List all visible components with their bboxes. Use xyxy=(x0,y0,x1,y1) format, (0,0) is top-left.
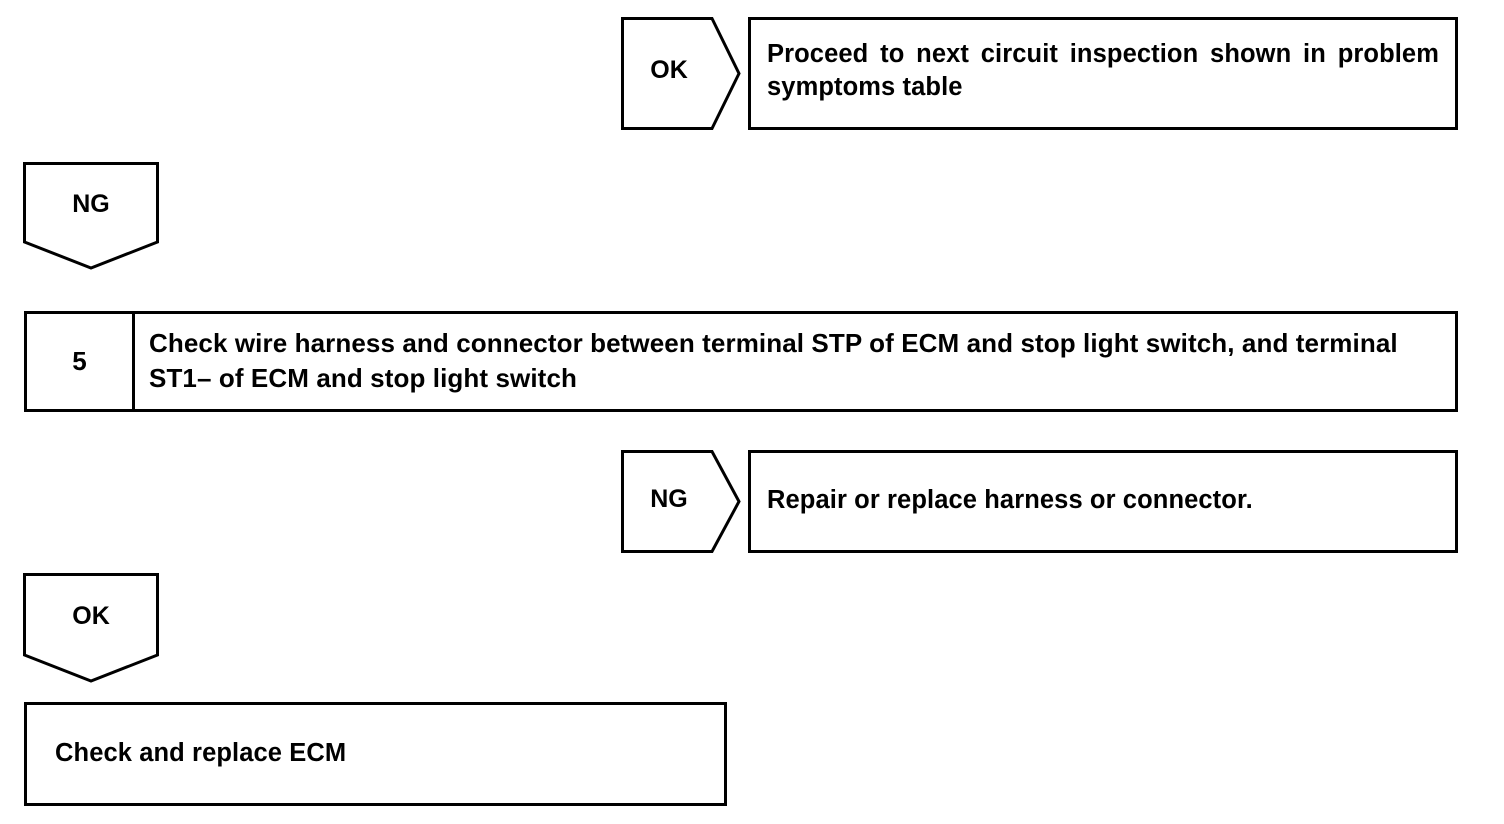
ok-pentagon-label: OK xyxy=(72,602,110,630)
ng-pentagon-tag: NG xyxy=(23,162,159,270)
step-5-divider xyxy=(132,314,135,409)
ecm-box-text: Check and replace ECM xyxy=(55,739,347,767)
pentagon-tag-shape xyxy=(23,162,159,270)
step-5-number: 5 xyxy=(72,346,87,376)
proceed-box: Proceed to next circuit inspection shown… xyxy=(748,17,1458,130)
ok-arrow-tag-top: OK xyxy=(621,17,741,130)
step-5-box: 5 Check wire harness and connector betwe… xyxy=(24,311,1458,412)
ok-arrow-label-top: OK xyxy=(650,56,688,84)
arrow-tag-shape xyxy=(621,450,741,553)
ecm-box: Check and replace ECM xyxy=(24,702,727,806)
proceed-box-text: Proceed to next circuit inspection shown… xyxy=(767,40,1439,101)
ng-pentagon-label: NG xyxy=(72,190,110,218)
repair-box-text: Repair or replace harness or connector. xyxy=(767,486,1253,514)
ng-arrow-label: NG xyxy=(650,485,688,513)
arrow-tag-shape xyxy=(621,17,741,130)
ng-arrow-tag: NG xyxy=(621,450,741,553)
ok-pentagon-tag: OK xyxy=(23,573,159,684)
step-5-text: Check wire harness and connector between… xyxy=(149,328,1398,393)
pentagon-tag-shape xyxy=(23,573,159,683)
repair-box: Repair or replace harness or connector. xyxy=(748,450,1458,553)
